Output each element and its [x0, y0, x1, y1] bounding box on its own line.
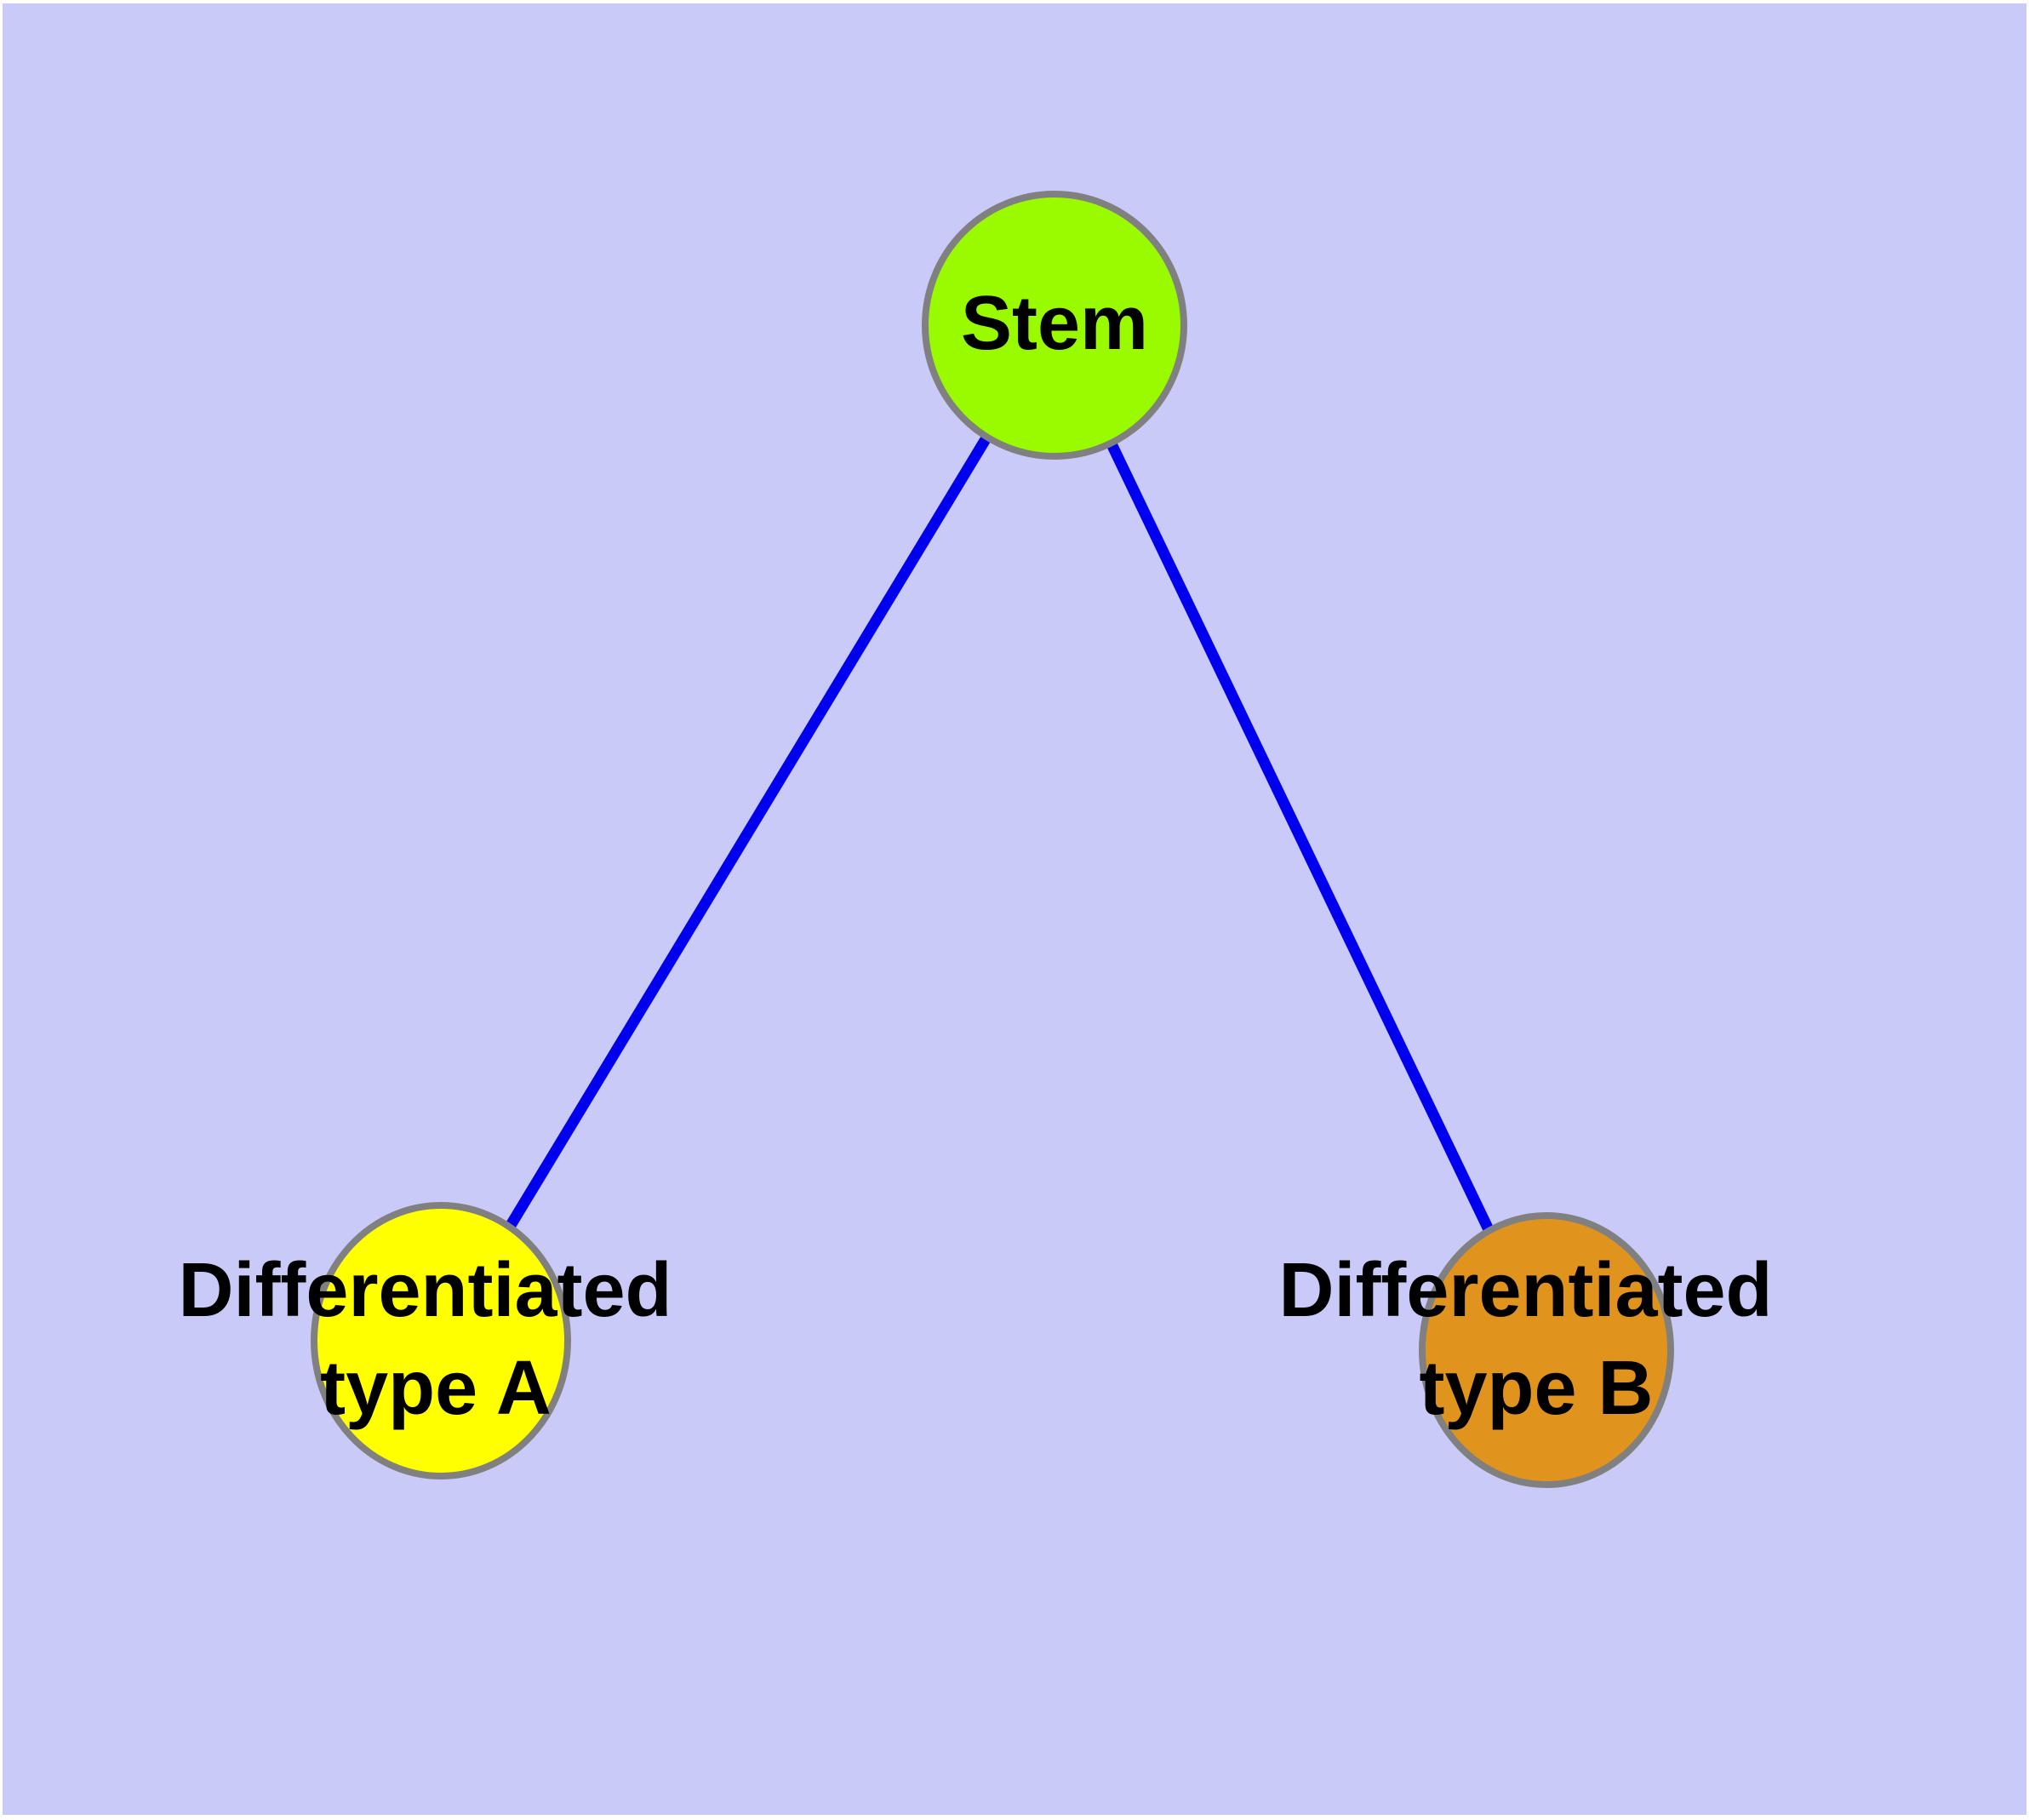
node-type-a-label: Differentiated type A — [178, 1248, 693, 1431]
node-type-a-label-line-1: Differentiated — [178, 1248, 672, 1333]
node-type-a-label-line-2: type A — [320, 1346, 552, 1431]
node-differentiated-type-a: Differentiated type A — [178, 1202, 693, 1479]
edge-stem-to-type-b — [1049, 323, 1552, 1353]
node-stem-label: Stem — [961, 281, 1148, 366]
node-stem: Stem — [922, 191, 1187, 460]
node-differentiated-type-b: Differentiated type B — [1278, 1212, 1793, 1488]
edge-stem-to-type-a — [436, 322, 1060, 1344]
node-type-b-circle — [1419, 1212, 1674, 1488]
node-type-b-label-line-1: Differentiated — [1278, 1248, 1772, 1333]
node-type-b-label: Differentiated type B — [1278, 1248, 1793, 1431]
node-type-b-label-line-2: type B — [1419, 1346, 1653, 1431]
node-type-a-circle — [311, 1202, 571, 1479]
node-stem-circle — [922, 191, 1187, 460]
